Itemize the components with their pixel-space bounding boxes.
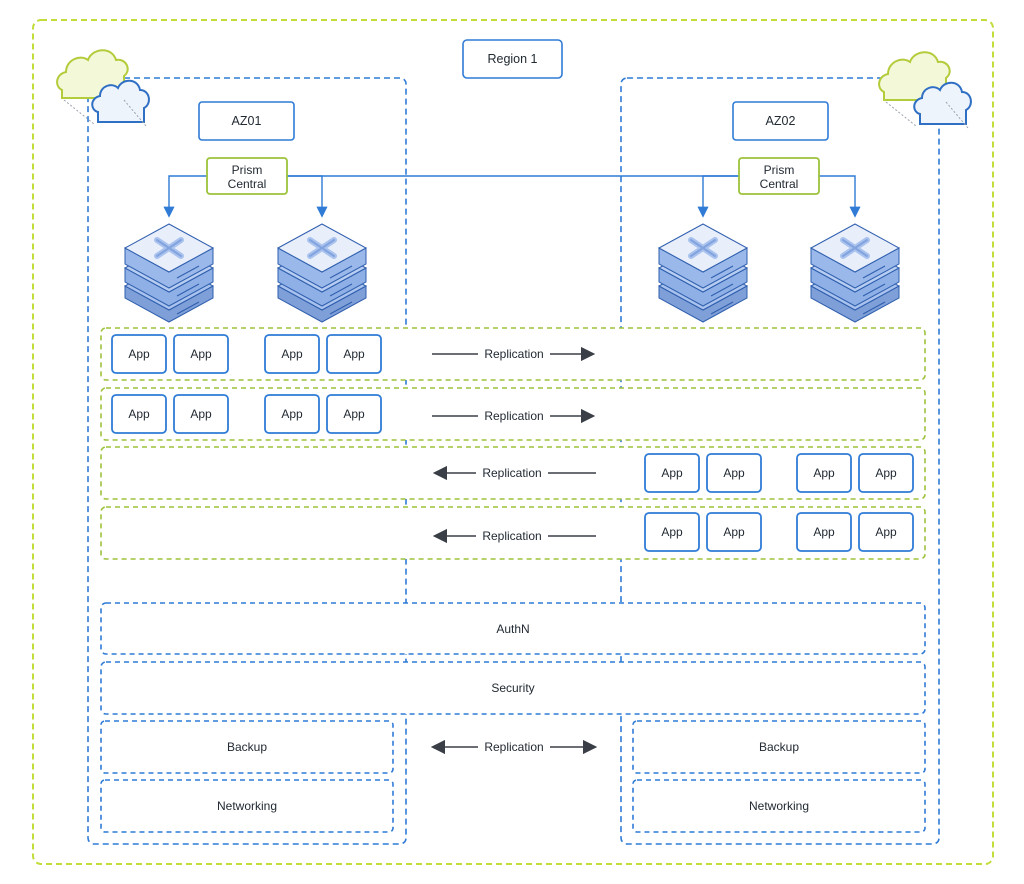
app-box: [706, 453, 762, 493]
app-group: App App App App: [111, 334, 382, 374]
az01-prism-line1: Prism: [232, 163, 263, 177]
az02-backup-box: [632, 720, 926, 774]
az01-backup-box: [100, 720, 394, 774]
app-group: App App App App: [111, 394, 382, 434]
az01-backup-label: Backup: [227, 740, 267, 754]
az02-backup-label: Backup: [759, 740, 799, 754]
app-box: [796, 512, 852, 552]
az01-label-box: [198, 101, 295, 141]
app-box: [644, 512, 700, 552]
security-box: [100, 661, 926, 715]
az01-prism-central-box: [206, 157, 288, 195]
az02-networking-label: Networking: [749, 799, 809, 813]
app-label: App: [281, 407, 303, 421]
server-stack-icon: [659, 224, 747, 322]
replication-arrows: Replication Replication Replication Repl…: [432, 346, 596, 544]
app-group: App App App App: [644, 453, 914, 493]
az02-label-box: [732, 101, 829, 141]
app-label: App: [190, 407, 212, 421]
az01-label: AZ01: [232, 114, 262, 128]
app-label: App: [723, 525, 745, 539]
server-stack-icon: [811, 224, 899, 322]
region-border: [32, 19, 994, 865]
az02-prism-line2: Central: [760, 177, 799, 191]
app-box: [173, 394, 229, 434]
app-label: App: [813, 466, 835, 480]
app-label: App: [661, 466, 683, 480]
authn-box: [100, 602, 926, 655]
app-label: App: [128, 347, 150, 361]
app-label: App: [190, 347, 212, 361]
app-box: [111, 334, 167, 374]
az02-prism-line1: Prism: [764, 163, 795, 177]
az02-label: AZ02: [766, 114, 796, 128]
app-box: [264, 394, 320, 434]
app-label: App: [281, 347, 303, 361]
security-label: Security: [491, 681, 534, 695]
app-box: [858, 512, 914, 552]
authn-label: AuthN: [496, 622, 529, 636]
cloud-icon: [878, 51, 972, 129]
app-box: [111, 394, 167, 434]
app-box: [706, 512, 762, 552]
app-box: [796, 453, 852, 493]
bottom-replication-label: Replication: [484, 740, 543, 754]
replication-label: Replication: [482, 466, 541, 480]
az02-networking-box: [632, 779, 926, 833]
az02-prism-central-box: [738, 157, 820, 195]
app-box: [326, 334, 382, 374]
region-label: Region 1: [487, 52, 537, 66]
az01-prism-line2: Central: [228, 177, 267, 191]
app-label: App: [813, 525, 835, 539]
replication-label: Replication: [482, 529, 541, 543]
az01-networking-box: [100, 779, 394, 833]
region-label-box: [462, 39, 563, 79]
app-label: App: [128, 407, 150, 421]
app-box: [264, 334, 320, 374]
server-stack-icon: [278, 224, 366, 322]
replication-label: Replication: [484, 409, 543, 423]
app-box: [326, 394, 382, 434]
replication-label: Replication: [484, 347, 543, 361]
app-label: App: [875, 525, 897, 539]
app-label: App: [723, 466, 745, 480]
app-group: App App App App: [644, 512, 914, 552]
server-stack-icon: [125, 224, 213, 322]
app-label: App: [661, 525, 683, 539]
prism-connectors: [163, 175, 861, 218]
app-label: App: [343, 347, 365, 361]
app-label: App: [343, 407, 365, 421]
app-box: [858, 453, 914, 493]
app-box: [173, 334, 229, 374]
app-label: App: [875, 466, 897, 480]
app-box: [644, 453, 700, 493]
az01-networking-label: Networking: [217, 799, 277, 813]
cloud-icon: [56, 49, 150, 127]
